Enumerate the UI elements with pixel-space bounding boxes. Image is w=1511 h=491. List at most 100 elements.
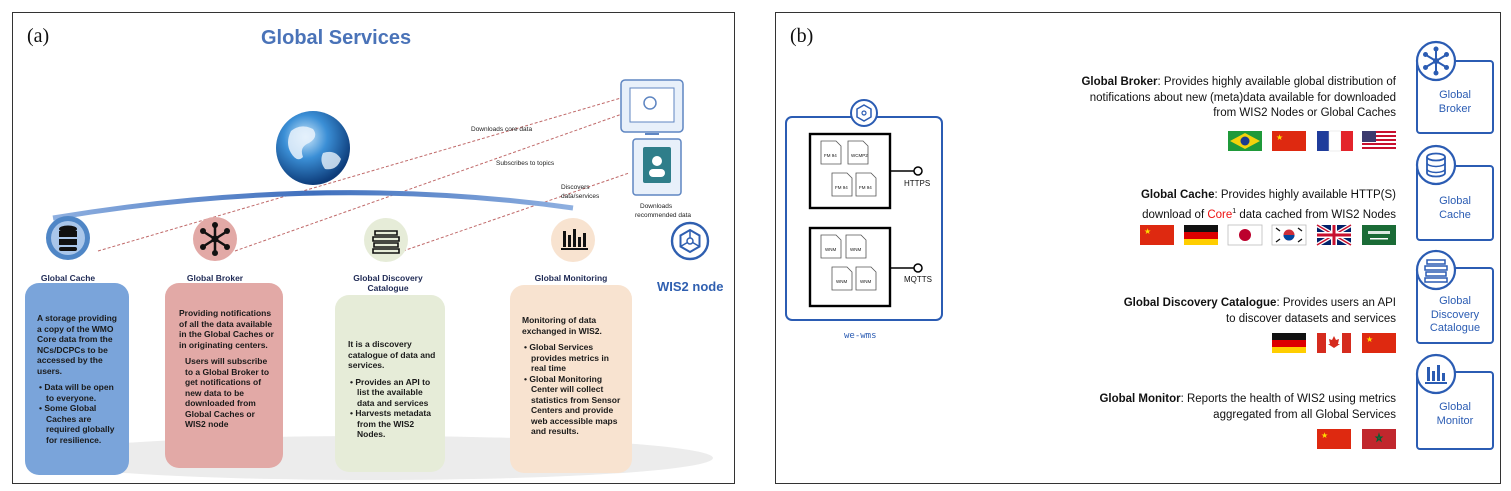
side-box-label: Global <box>1439 295 1471 307</box>
flag-japan-icon <box>1227 224 1263 246</box>
file-icon <box>820 140 842 165</box>
flag-china-icon: ★ <box>1272 131 1306 151</box>
side-box-label: Global <box>1439 89 1471 101</box>
file-icon <box>855 172 877 197</box>
service-title-global-discovery-catalogue: Global Discovery Catalogue <box>353 273 423 293</box>
svg-text:★: ★ <box>1144 227 1151 236</box>
flag-brazil-icon <box>1228 131 1262 151</box>
desc-line: notifications about new (meta)data avail… <box>1089 91 1396 104</box>
flag-canada-icon <box>1317 333 1351 353</box>
desc-title: Global Cache <box>1140 189 1215 201</box>
file-icon <box>820 234 842 259</box>
wis2-logo-icon <box>850 99 878 127</box>
card-global-discovery-catalogue: It is a discovery catalogue of data and … <box>335 295 445 472</box>
page-title: Global Services <box>261 27 412 49</box>
side-box-label: Cache <box>1439 208 1471 221</box>
side-box-label: Discovery <box>1430 308 1480 321</box>
file-label: WNM <box>860 279 872 284</box>
mqtts-label: MQTTS <box>904 275 932 284</box>
side-box-label: Broker <box>1438 102 1472 115</box>
desc-line: : Provides highly available global distr… <box>1157 76 1396 88</box>
flag-china-icon: ★ <box>1317 429 1351 449</box>
books-icon <box>364 218 408 262</box>
note-discovers-1: Discovers <box>561 184 590 191</box>
file-icon <box>855 266 877 291</box>
desc-line: data cached from WIS2 Nodes <box>1236 208 1396 221</box>
file-label: FM 94 <box>859 185 872 190</box>
card-gm-bullet: Global Monitoring Center will collect st… <box>529 374 624 437</box>
desc-line: : Provides users an API <box>1276 297 1396 309</box>
panel-b: ★ ★ <box>775 12 1501 484</box>
desc-global-discovery-catalogue: Global Discovery Catalogue: Provides use… <box>976 296 1396 327</box>
flag-saudi-arabia-icon <box>1362 225 1396 245</box>
file-label: WNM <box>836 279 848 284</box>
side-box-label: Global <box>1439 195 1471 207</box>
service-title-global-cache: Global Cache <box>40 273 96 283</box>
card-gdc-bullet: Harvests metadata from the WIS2 Nodes. <box>355 408 437 440</box>
file-label: WNM <box>825 247 837 252</box>
panel-a: (a) Global Services Downloads core data … <box>12 12 735 484</box>
file-icon <box>831 172 853 197</box>
card-global-cache-text: A storage providing a copy of the WMO Co… <box>37 313 117 376</box>
connection-arc <box>52 190 574 221</box>
service-title-global-broker: Global Broker <box>186 273 244 283</box>
flag-germany-icon <box>1184 225 1218 245</box>
svg-text:★: ★ <box>1321 431 1328 440</box>
note-downloads-rec-1: Downloads <box>640 203 673 210</box>
card-global-cache: A storage providing a copy of the WMO Co… <box>25 283 129 475</box>
file-label: WCMP2 <box>851 153 868 158</box>
wis2-logo-icon <box>670 221 710 261</box>
network-icon <box>193 217 237 261</box>
https-endpoint-icon <box>913 166 923 176</box>
flag-china-icon: ★ <box>1362 333 1396 353</box>
flag-france-icon <box>1317 130 1353 152</box>
database-icon <box>46 216 90 260</box>
desc-title: Global Discovery Catalogue <box>1123 297 1277 309</box>
flag-germany-icon <box>1272 333 1306 353</box>
desc-title: Global Monitor <box>1099 393 1181 405</box>
file-icon <box>845 234 867 259</box>
card-global-monitoring: Monitoring of data exchanged in WIS2. Gl… <box>510 285 632 473</box>
card-global-cache-bullet: Some Global Caches are required globally… <box>44 403 119 445</box>
node-name-label: we-wms <box>844 331 877 341</box>
https-label: HTTPS <box>904 179 931 188</box>
desc-title: Global Broker <box>1081 76 1158 88</box>
note-downloads-core: Downloads core data <box>471 126 533 133</box>
card-global-broker: Providing notifications of all the data … <box>165 283 283 468</box>
desc-line: to discover datasets and services <box>1225 312 1396 325</box>
svg-text:★: ★ <box>1276 133 1283 142</box>
file-label: FM 94 <box>835 185 848 190</box>
bar-chart-icon <box>551 218 595 262</box>
desc-line: download of <box>1142 208 1208 221</box>
desc-global-monitor: Global Monitor: Reports the health of WI… <box>976 392 1396 423</box>
panel-b-label: (b) <box>790 25 814 47</box>
side-box-global-monitor: Global Monitor <box>1416 371 1494 450</box>
desc-line: : Provides highly available HTTP(S) <box>1214 189 1396 201</box>
core-link: Core <box>1207 208 1233 221</box>
card-global-broker-text: Providing notifications of all the data … <box>179 308 274 350</box>
desc-global-cache: Global Cache: Provides highly available … <box>976 188 1396 223</box>
panel-a-label: (a) <box>27 25 50 47</box>
file-label: WNM <box>850 247 862 252</box>
note-discovers-2: data/services <box>561 193 600 200</box>
side-box-label: Catalogue <box>1429 322 1481 334</box>
desc-line: : Reports the health of WIS2 using metri… <box>1180 393 1396 405</box>
side-box-label: Global <box>1439 401 1471 413</box>
desc-line: aggregated from all Global Services <box>1213 408 1396 421</box>
desc-global-broker: Global Broker: Provides highly available… <box>976 75 1396 122</box>
flag-china-icon: ★ <box>1140 225 1174 245</box>
file-icon <box>831 266 853 291</box>
flag-south-korea-icon <box>1271 224 1307 246</box>
card-gdc-text: It is a discovery catalogue of data and … <box>348 339 436 370</box>
file-icon <box>847 140 869 165</box>
flag-uk-icon <box>1315 223 1353 247</box>
desc-line: from WIS2 Nodes or Global Caches <box>1213 107 1396 119</box>
side-box-global-discovery-catalogue: Global Discovery Catalogue <box>1416 267 1494 344</box>
note-subscribes: Subscribes to topics <box>496 160 555 167</box>
file-label: FM 94 <box>824 153 837 158</box>
side-box-global-broker: Global Broker <box>1416 60 1494 134</box>
side-box-label: Monitor <box>1436 414 1474 427</box>
service-title-global-monitoring: Global Monitoring <box>534 273 608 283</box>
svg-text:★: ★ <box>1366 335 1373 344</box>
flag-usa-icon <box>1362 131 1396 151</box>
